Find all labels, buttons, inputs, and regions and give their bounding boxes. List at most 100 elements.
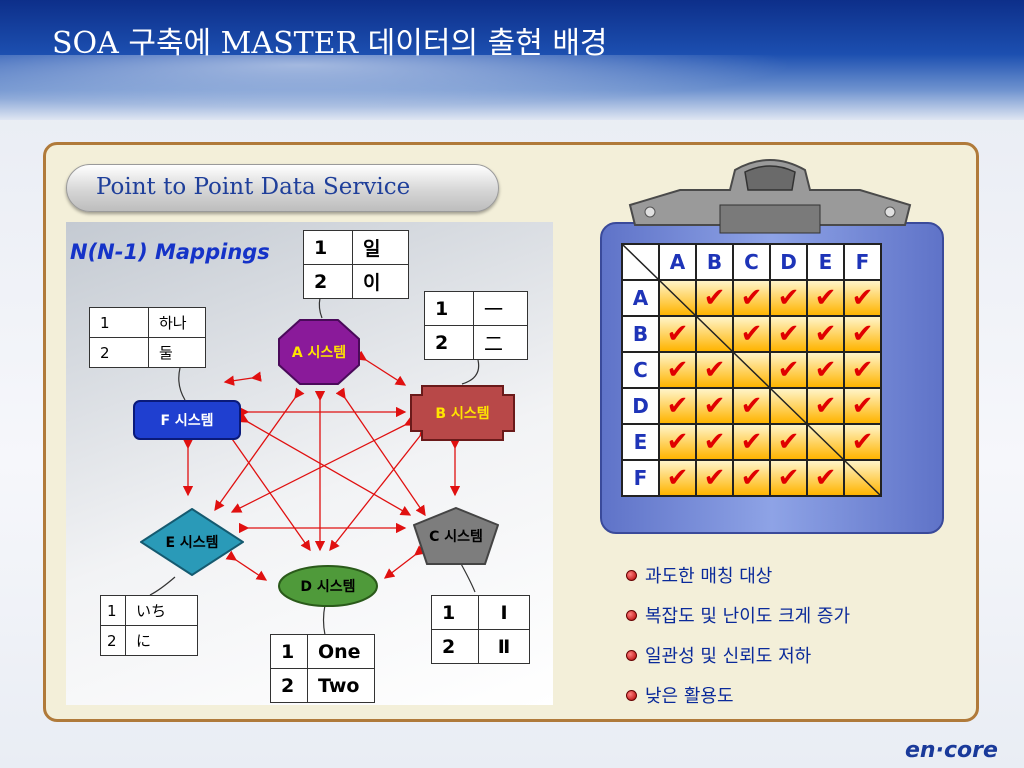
check-icon: ✔ bbox=[843, 387, 882, 425]
check-icon: ✔ bbox=[769, 423, 808, 461]
section-pill-label: Point to Point Data Service bbox=[96, 174, 411, 200]
connector-c bbox=[459, 561, 476, 593]
bullet-text: 일관성 및 신뢰도 저하 bbox=[645, 646, 812, 667]
check-icon: ✔ bbox=[658, 351, 697, 389]
matrix-row-header: A bbox=[621, 279, 660, 317]
matrix-corner bbox=[621, 243, 660, 281]
matrix-col-header: A bbox=[658, 243, 697, 281]
table-cell: 1 bbox=[303, 230, 353, 265]
node-c-label: C 시스템 bbox=[429, 529, 483, 545]
matrix-row-header: D bbox=[621, 387, 660, 425]
node-b-system: B 시스템 bbox=[410, 385, 515, 441]
check-icon: ✔ bbox=[732, 279, 771, 317]
matrix-row-header: C bbox=[621, 351, 660, 389]
table-cell: いち bbox=[125, 595, 198, 626]
node-c-system: C 시스템 bbox=[413, 507, 499, 565]
connector-a bbox=[318, 297, 323, 319]
matrix-row: F✔✔✔✔✔ bbox=[621, 459, 882, 497]
matrix-col-header: C bbox=[732, 243, 771, 281]
matrix-col-header: F bbox=[843, 243, 882, 281]
node-a-system: A 시스템 bbox=[278, 319, 360, 385]
matrix-row: C✔✔✔✔✔ bbox=[621, 351, 882, 389]
node-e-system: E 시스템 bbox=[140, 508, 244, 576]
table-cell: 1 bbox=[100, 595, 126, 626]
bullet-text: 복잡도 및 난이도 크게 증가 bbox=[645, 606, 851, 627]
arrow-b-d bbox=[329, 425, 430, 552]
table-cell: 둘 bbox=[148, 337, 206, 368]
table-cell: Ⅱ bbox=[478, 629, 530, 664]
table-cell: 하나 bbox=[148, 307, 206, 338]
bullet-text: 과도한 매칭 대상 bbox=[645, 566, 773, 587]
table-cell: 2 bbox=[89, 337, 149, 368]
matrix-diagonal-cell bbox=[732, 351, 771, 389]
check-icon: ✔ bbox=[806, 351, 845, 389]
check-icon: ✔ bbox=[695, 279, 734, 317]
table-cell: 일 bbox=[352, 230, 409, 265]
check-icon: ✔ bbox=[658, 423, 697, 461]
matrix-diagonal-cell bbox=[658, 279, 697, 317]
check-icon: ✔ bbox=[658, 459, 697, 497]
list-item: 일관성 및 신뢰도 저하 bbox=[626, 635, 850, 675]
check-icon: ✔ bbox=[843, 351, 882, 389]
matrix-row: A✔✔✔✔✔ bbox=[621, 279, 882, 317]
check-icon: ✔ bbox=[695, 459, 734, 497]
table-cell: 이 bbox=[352, 264, 409, 299]
matrix-row-header: F bbox=[621, 459, 660, 497]
section-pill bbox=[66, 164, 499, 212]
matrix-row: E✔✔✔✔✔ bbox=[621, 423, 882, 461]
check-icon: ✔ bbox=[843, 315, 882, 353]
check-icon: ✔ bbox=[806, 315, 845, 353]
bullet-dot-icon bbox=[626, 569, 637, 581]
arrow-b-e bbox=[230, 416, 416, 513]
check-icon: ✔ bbox=[806, 459, 845, 497]
matrix-row: D✔✔✔✔✔ bbox=[621, 387, 882, 425]
table-cell: 2 bbox=[303, 264, 353, 299]
check-icon: ✔ bbox=[769, 459, 808, 497]
table-cell: 2 bbox=[431, 629, 479, 664]
arrow-f-d bbox=[220, 425, 311, 552]
matrix-col-header: B bbox=[695, 243, 734, 281]
check-icon: ✔ bbox=[732, 387, 771, 425]
bullet-dot-icon bbox=[626, 689, 637, 701]
arrow-a-b bbox=[355, 350, 407, 386]
clipboard-clip-icon bbox=[628, 159, 912, 234]
table-cell: 1 bbox=[89, 307, 149, 338]
table-cell: 2 bbox=[100, 625, 126, 656]
check-icon: ✔ bbox=[732, 459, 771, 497]
bullet-list: 과도한 매칭 대상 복잡도 및 난이도 크게 증가 일관성 및 신뢰도 저하 낮… bbox=[626, 555, 850, 715]
table-cell: One bbox=[307, 634, 375, 669]
arrow-c-d bbox=[383, 545, 426, 579]
check-icon: ✔ bbox=[658, 387, 697, 425]
node-e-label: E 시스템 bbox=[165, 535, 219, 551]
connector-e bbox=[149, 576, 176, 596]
connector-b bbox=[461, 359, 480, 385]
matrix-diagonal-cell bbox=[695, 315, 734, 353]
node-a-label: A 시스템 bbox=[291, 345, 347, 361]
check-icon: ✔ bbox=[658, 315, 697, 353]
node-f-label: F 시스템 bbox=[160, 413, 214, 429]
table-cell: 1 bbox=[270, 634, 308, 669]
check-icon: ✔ bbox=[843, 279, 882, 317]
connector-d bbox=[322, 604, 326, 636]
table-cell: 1 bbox=[431, 595, 479, 630]
table-cell: 一 bbox=[473, 291, 528, 326]
node-b-label: B 시스템 bbox=[435, 406, 490, 422]
check-icon: ✔ bbox=[769, 315, 808, 353]
